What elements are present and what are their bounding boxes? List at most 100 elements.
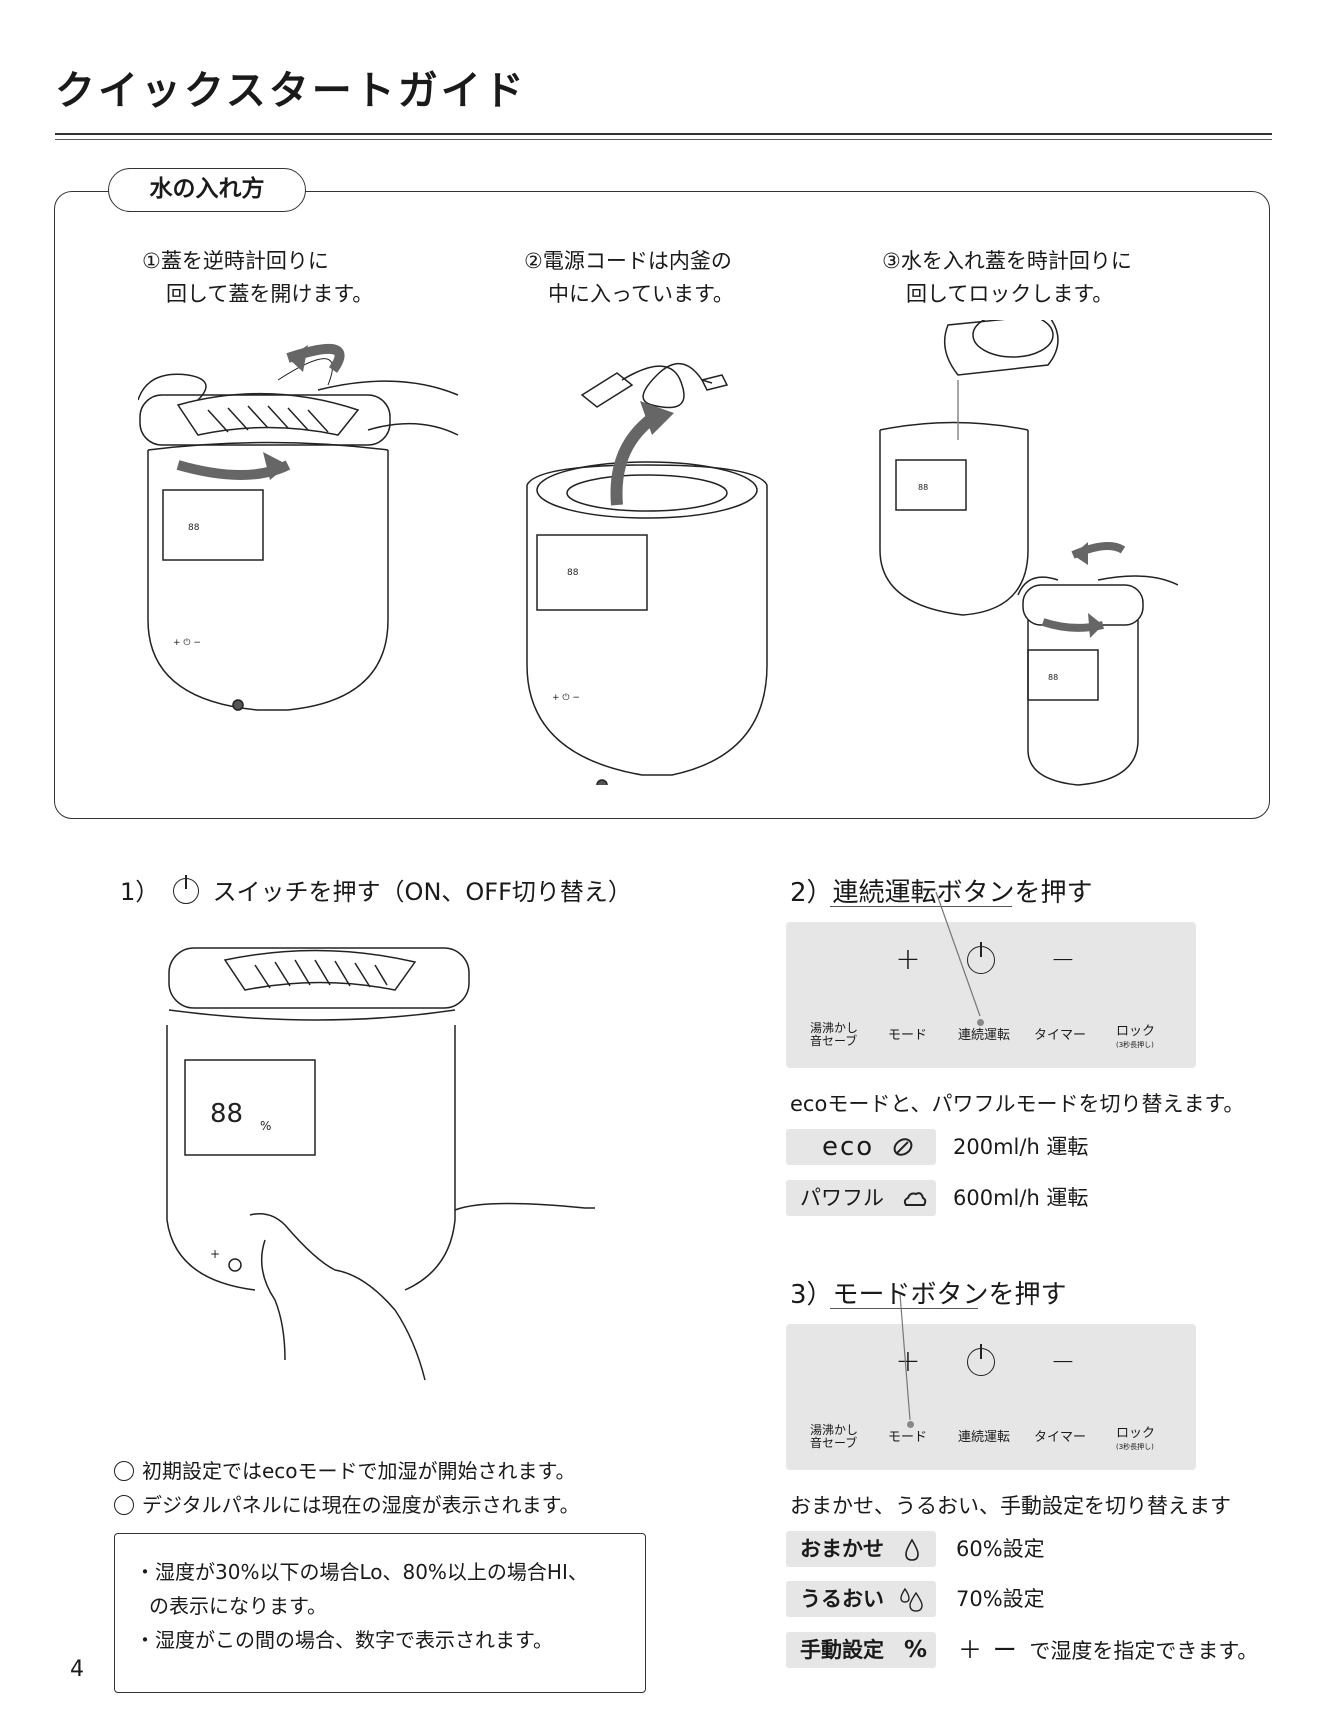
uruoi-mode-chip: うるおい: [786, 1581, 936, 1617]
uruoi-label: うるおい: [800, 1587, 884, 1611]
powerful-mode-chip: パワフル: [786, 1180, 936, 1216]
step-3-caption: ③水を入れ蓋を時計回りに 回してロックします。: [882, 245, 1132, 311]
svg-text:88: 88: [918, 483, 928, 492]
control-panel-continuous: + − 湯沸かし音セーブ モード 連続運転 タイマー ロック (3秒長押し): [786, 922, 1196, 1068]
section-2-description: ecoモードと、パワフルモードを切り替えます。: [790, 1092, 1245, 1116]
section-2-number: 2）: [790, 878, 833, 908]
step-3-line1: ③水を入れ蓋を時計回りに: [882, 249, 1132, 273]
svg-text:88: 88: [1048, 673, 1058, 682]
power-button: [951, 1344, 1011, 1384]
kettle-label-line1: 湯沸かし: [810, 1423, 859, 1437]
uruoi-value: 70%設定: [956, 1587, 1045, 1611]
step-3-illustration: 88 88: [879, 320, 1178, 786]
svg-text:+ ⏻ −: + ⏻ −: [552, 692, 580, 703]
section-3-underline: [830, 1308, 978, 1309]
section-1-bullet-2: デジタルパネルには現在の湿度が表示されます。: [114, 1489, 580, 1518]
section-3-description: おまかせ、うるおい、手動設定を切り替えます: [790, 1494, 1231, 1518]
humidifier-press-illustration: 88% +: [166, 947, 595, 1381]
section-2-underline: [830, 906, 1012, 907]
note-line-1: ・湿度が30%以下の場合Lo、80%以上の場合HI、: [135, 1560, 588, 1584]
section-1-title: スイッチを押す（ON、OFF切り替え）: [212, 878, 632, 906]
page-number: 4: [70, 1657, 84, 1682]
water-section-box: [54, 191, 1270, 819]
plus-symbol: ＋: [958, 1636, 982, 1664]
lock-label: ロック: [1116, 1024, 1156, 1039]
kettle-quiet-label: 湯沸かし音セーブ: [810, 1022, 858, 1048]
lock-sublabel: (3秒長押し): [1116, 1041, 1154, 1049]
lock-sublabel: (3秒長押し): [1116, 1443, 1154, 1451]
bullet-1-text: 初期設定ではecoモードで加湿が開始されます。: [142, 1459, 576, 1483]
mode-label: モード: [888, 1430, 928, 1445]
title-rule-thin: [55, 139, 1272, 140]
step-1-illustration: 88 + ⏻ −: [138, 343, 459, 711]
water-section-tab: 水の入れ方: [108, 168, 306, 212]
timer-label: タイマー: [1034, 1028, 1087, 1043]
step-3-line2: 回してロックします。: [906, 282, 1114, 306]
manual-mode-chip: 手動設定 %: [786, 1632, 936, 1668]
manual-value: ＋ ー で湿度を指定できます。: [958, 1632, 1258, 1669]
section-3-heading: 3）モードボタンを押す: [790, 1274, 1067, 1311]
omakase-label: おまかせ: [800, 1537, 884, 1561]
section-2-heading: 2）連続運転ボタンを押す: [790, 872, 1093, 909]
svg-text:88: 88: [210, 1099, 243, 1129]
double-drop-icon: [900, 1587, 923, 1612]
svg-text:88: 88: [567, 568, 579, 578]
control-panel-mode: + − 湯沸かし音セーブ モード 連続運転 タイマー ロック (3秒長押し): [786, 1324, 1196, 1470]
kettle-quiet-label: 湯沸かし音セーブ: [810, 1424, 858, 1450]
lock-label: ロック: [1116, 1426, 1156, 1441]
section-1-number: 1）: [120, 878, 160, 906]
plus-button: +: [895, 942, 921, 977]
svg-text:88: 88: [188, 523, 200, 533]
minus-button: −: [1050, 1344, 1076, 1379]
manual-value-text: で湿度を指定できます。: [1029, 1639, 1259, 1663]
omakase-value: 60%設定: [956, 1537, 1045, 1561]
section-1-bullet-1: 初期設定ではecoモードで加湿が開始されます。: [114, 1455, 576, 1484]
title-rule: [55, 133, 1272, 135]
eco-value: 200ml/h 運転: [953, 1135, 1089, 1159]
step-1-caption: ①蓋を逆時計回りに 回して蓋を開けます。: [142, 245, 373, 311]
manual-label: 手動設定: [800, 1638, 884, 1662]
svg-text:%: %: [260, 1119, 271, 1133]
section-3-number: 3）: [790, 1280, 833, 1310]
step-2-illustration: 88 + ⏻ −: [526, 363, 768, 785]
kettle-label-line2: 音セーブ: [810, 1436, 858, 1450]
step-1-line2: 回して蓋を開けます。: [166, 282, 374, 306]
note-line-3: ・湿度がこの間の場合、数字で表示されます。: [135, 1628, 553, 1652]
kettle-label-line1: 湯沸かし: [810, 1021, 859, 1035]
kettle-label-line2: 音セーブ: [810, 1034, 858, 1048]
step-2-line1: ②電源コードは内釜の: [524, 249, 732, 273]
plus-button: +: [895, 1344, 921, 1379]
svg-text:+ ⏻ −: + ⏻ −: [173, 637, 201, 648]
section-1-heading: 1） スイッチを押す（ON、OFF切り替え）: [120, 872, 632, 907]
minus-button: −: [1050, 942, 1076, 977]
note-box: ・湿度が30%以下の場合Lo、80%以上の場合HI、 の表示になります。 ・湿度…: [114, 1533, 646, 1693]
percent-icon: %: [904, 1637, 928, 1663]
note-line-2: の表示になります。: [149, 1594, 327, 1618]
leaf-icon: [893, 1138, 913, 1156]
pointer-dot: [907, 1421, 914, 1428]
eco-label: eco: [822, 1132, 875, 1162]
circle-bullet-icon: [114, 1495, 134, 1515]
powerful-label: パワフル: [800, 1186, 884, 1210]
eco-mode-chip: eco: [786, 1129, 936, 1165]
continuous-label: 連続運転: [958, 1028, 1011, 1043]
pointer-line-mode: [899, 1293, 911, 1421]
step-1-line1: ①蓋を逆時計回りに: [142, 249, 329, 273]
pointer-line-continuous: [935, 891, 981, 1017]
pointer-dot: [977, 1019, 984, 1026]
mode-label: モード: [888, 1028, 928, 1043]
omakase-mode-chip: おまかせ: [786, 1531, 936, 1567]
section-2-title: 連続運転ボタンを押す: [832, 878, 1093, 908]
step-2-caption: ②電源コードは内釜の 中に入っています。: [524, 245, 734, 311]
powerful-value: 600ml/h 運転: [953, 1186, 1089, 1210]
bullet-2-text: デジタルパネルには現在の湿度が表示されます。: [142, 1493, 580, 1517]
drop-icon: [905, 1538, 919, 1561]
power-icon: [172, 875, 199, 904]
minus-symbol: ー: [992, 1636, 1017, 1664]
section-3-title: モードボタンを押す: [832, 1280, 1067, 1310]
cloud-icon: [903, 1192, 927, 1206]
power-button: [951, 942, 1011, 982]
svg-text:+: +: [210, 1247, 220, 1261]
timer-label: タイマー: [1034, 1430, 1087, 1445]
step-2-line2: 中に入っています。: [548, 282, 734, 306]
